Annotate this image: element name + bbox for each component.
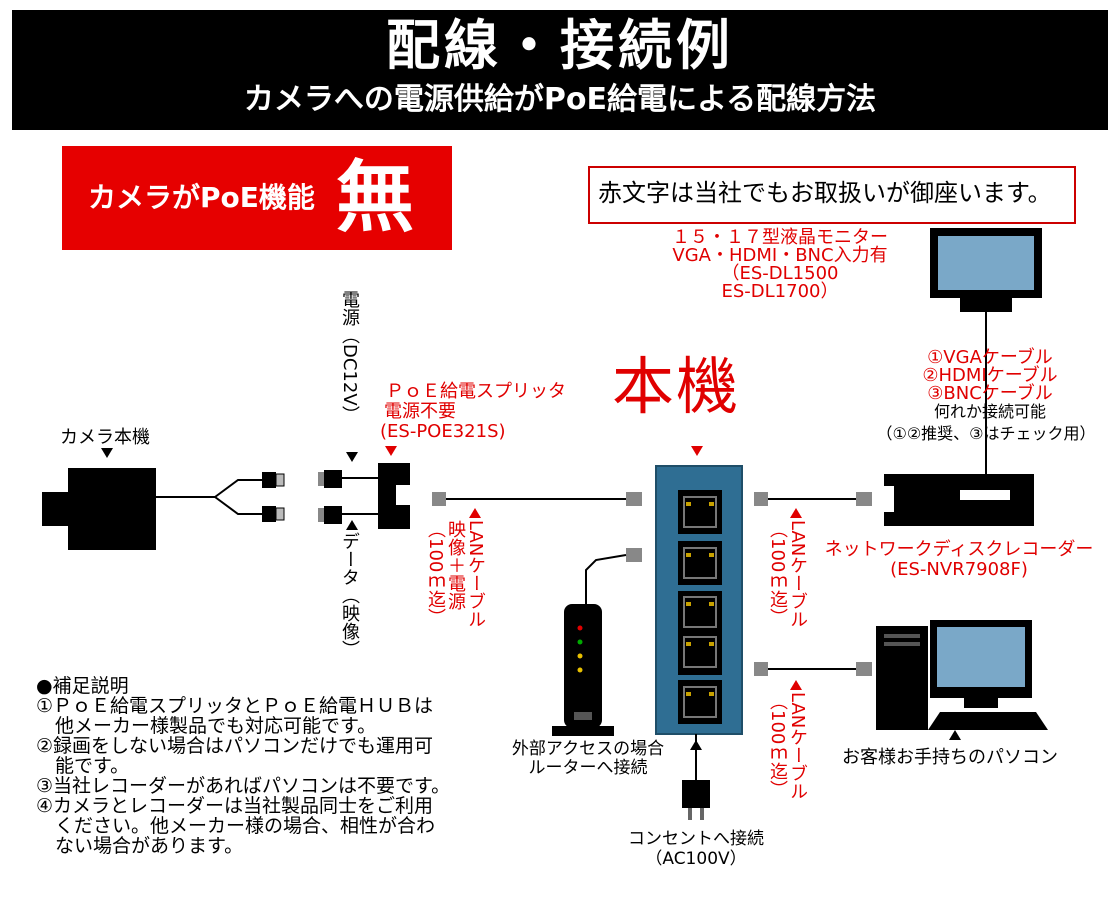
lan-left-line1: LANケーブル	[465, 520, 486, 629]
outlet-line2: （AC100V）	[645, 849, 747, 869]
notes-heading: ●補足説明	[36, 675, 129, 697]
router-icon	[552, 604, 614, 736]
poe-badge	[62, 146, 452, 250]
splitter-line2: 電源不要	[384, 401, 456, 422]
lan-left-line3: （100ｍ迄）	[425, 520, 446, 627]
lan-right-line1: LANケーブル	[787, 692, 808, 801]
splitter-line1: ＰｏＥ給電スプリッタ	[386, 381, 566, 402]
camera-label: カメラ本機	[60, 427, 150, 448]
pc-label: お客様お手持ちのパソコン	[842, 747, 1058, 768]
monitor-icon	[930, 228, 1042, 312]
data-label: データ（映像）	[339, 532, 360, 658]
nvr-icon	[884, 474, 1034, 526]
lan-cable-nvr	[754, 492, 872, 506]
power-label: 電源（DC12V）	[339, 290, 360, 424]
monitor-line1: １５・１７型液晶モニター	[672, 227, 888, 248]
page-title: 配線・接続例	[386, 14, 734, 77]
cable-line2: ②HDMIケーブル	[922, 365, 1058, 386]
page-subtitle: カメラへの電源供給がPoE給電による配線方法	[243, 82, 877, 117]
cable-line4: 何れか接続可能	[933, 402, 1046, 421]
pc-icon	[876, 620, 1048, 730]
lan-cable-pc	[754, 662, 872, 676]
nvr-line1: ネットワークディスクレコーダー	[824, 539, 1094, 560]
splitter-line3: (ES-POE321S)	[380, 421, 506, 442]
note-text: 赤文字は当社でもお取扱いが御座います。	[598, 179, 1052, 207]
notes-l4: 能です。	[36, 755, 130, 777]
notes-l8: ない場合があります。	[36, 835, 244, 857]
router-line1: 外部アクセスの場合	[511, 739, 665, 759]
outlet-line1: コンセントへ接続	[628, 829, 764, 849]
note-box	[588, 166, 1076, 224]
camera-cable	[156, 479, 262, 515]
notes-l6: ④カメラとレコーダーは当社製品同士をご利用	[36, 795, 434, 817]
notes-l2: 他メーカー様製品でも対応可能です。	[36, 715, 377, 737]
monitor-line4: ES-DL1700）	[721, 281, 839, 302]
split-connectors	[262, 472, 285, 522]
power-plug-icon	[682, 734, 710, 820]
header-bar	[12, 10, 1108, 130]
cable-line3: ③BNCケーブル	[927, 383, 1053, 404]
lan-right-line2: （100ｍ迄）	[767, 692, 788, 799]
hub-icon	[655, 465, 743, 735]
poe-badge-big: 無	[336, 153, 415, 243]
router-line2: ルーターへ接続	[528, 758, 648, 778]
notes-l1: ①ＰｏＥ給電スプリッタとＰｏＥ給電ＨＵＢは	[36, 695, 434, 717]
cable-line5: （①②推奨、③はチェック用）	[876, 424, 1096, 443]
cable-line1: ①VGAケーブル	[927, 347, 1053, 368]
main-unit-label: 本機	[612, 350, 741, 423]
notes-l5: ③当社レコーダーがあればパソコンは不要です。	[36, 775, 451, 797]
monitor-line2: VGA・HDMI・BNC入力有	[672, 245, 888, 266]
lan-mid-line2: （100ｍ迄）	[767, 520, 788, 627]
camera-icon	[42, 468, 156, 550]
lan-cable-left	[432, 492, 642, 506]
monitor-line3: （ES-DL1500	[721, 263, 839, 284]
lan-left-line2: 映像＋電源	[445, 520, 466, 610]
poe-splitter-icon	[378, 463, 410, 529]
notes-l3: ②録画をしない場合はパソコンだけでも運用可	[36, 735, 434, 757]
dc-connector	[318, 470, 380, 524]
notes-l7: ください。他メーカー様の場合、相性が合わ	[36, 815, 436, 837]
poe-badge-text: カメラがPoE機能	[88, 181, 315, 214]
nvr-line2: (ES-NVR7908F)	[890, 559, 1028, 580]
lan-mid-line1: LANケーブル	[787, 520, 808, 629]
router-cable	[585, 548, 642, 605]
